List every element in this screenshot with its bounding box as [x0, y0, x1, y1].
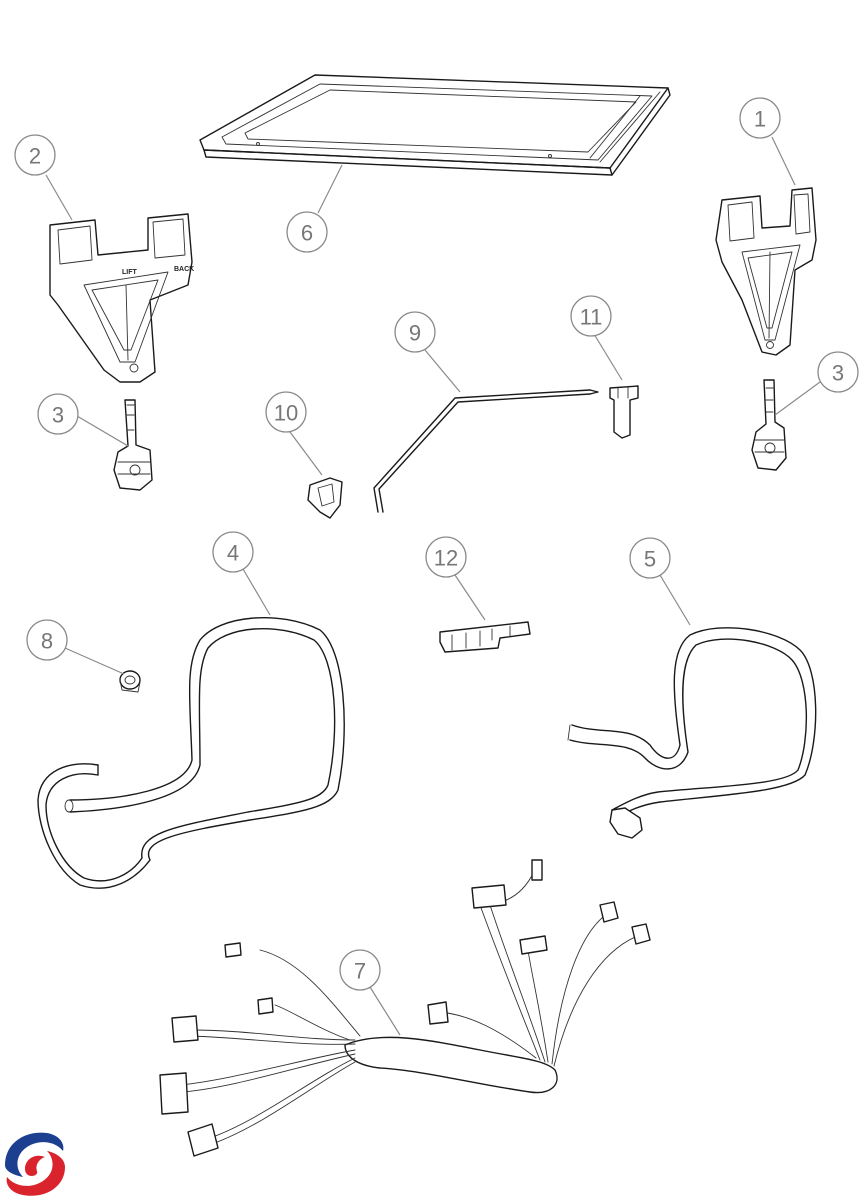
- part-8-grommet: [119, 670, 141, 693]
- callout-6: 6: [286, 211, 328, 253]
- part-3-right-hinge: [751, 379, 787, 471]
- callout-8-label: 8: [41, 629, 53, 654]
- leader-3-left: [76, 415, 129, 447]
- leader-2: [45, 174, 73, 221]
- leader-1: [771, 136, 796, 186]
- part-11-latch: [609, 385, 639, 439]
- callout-11: 11: [570, 295, 612, 337]
- leader-10: [289, 431, 323, 476]
- callout-1-label: 1: [754, 107, 766, 132]
- leader-8: [64, 647, 125, 675]
- logo-blue-swirl: [5, 1132, 64, 1177]
- callout-5: 5: [629, 537, 671, 579]
- part-5-oven-gasket: [567, 627, 817, 839]
- logo-red-swirl: [6, 1151, 65, 1196]
- callout-2: 2: [14, 134, 56, 176]
- bracket-lift-marking: LIFT: [122, 269, 137, 276]
- part-12-connector-strip: [439, 621, 531, 653]
- callout-10: 10: [265, 391, 307, 433]
- callout-3-right: 3: [817, 351, 859, 393]
- callout-12-label: 12: [434, 546, 458, 571]
- callout-1: 1: [739, 97, 781, 139]
- callout-6-label: 6: [301, 221, 313, 246]
- callout-9: 9: [394, 311, 436, 353]
- leader-lines: [45, 136, 821, 1036]
- callout-8: 8: [26, 619, 68, 661]
- part-10-clip: [307, 477, 343, 519]
- part-2-left-hinge-bracket: LIFT BACK: [49, 213, 194, 383]
- part-7-wiring-harness: [159, 859, 651, 1157]
- callout-3-left-label: 3: [52, 403, 64, 428]
- callout-12: 12: [425, 536, 467, 578]
- part-4-door-gasket: [37, 616, 345, 889]
- callout-3-right-label: 3: [832, 361, 844, 386]
- brand-logo: [5, 1132, 65, 1196]
- callout-10-label: 10: [274, 401, 298, 426]
- callout-3-left: 3: [37, 393, 79, 435]
- part-6-glass-frame: [199, 74, 671, 176]
- callout-4-label: 4: [227, 541, 239, 566]
- bracket-back-marking: BACK: [174, 266, 194, 273]
- leader-9: [424, 349, 461, 393]
- leader-4: [242, 568, 271, 616]
- leader-7: [369, 986, 401, 1036]
- leader-5: [659, 574, 691, 626]
- part-9-rod: [373, 389, 599, 513]
- leader-12: [454, 574, 486, 621]
- part-1-right-hinge-bracket: [715, 187, 817, 356]
- callout-2-label: 2: [29, 144, 41, 169]
- leader-3-right: [774, 381, 821, 416]
- callout-11-label: 11: [580, 305, 603, 330]
- leader-11: [593, 333, 623, 381]
- callout-7: 7: [339, 949, 381, 991]
- leader-6: [317, 164, 343, 214]
- callout-5-label: 5: [644, 547, 656, 572]
- part-3-left-hinge: [113, 399, 153, 491]
- logo-red-inner: [25, 1155, 45, 1176]
- callout-7-label: 7: [354, 959, 366, 984]
- callout-9-label: 9: [409, 321, 421, 346]
- callout-4: 4: [212, 531, 254, 573]
